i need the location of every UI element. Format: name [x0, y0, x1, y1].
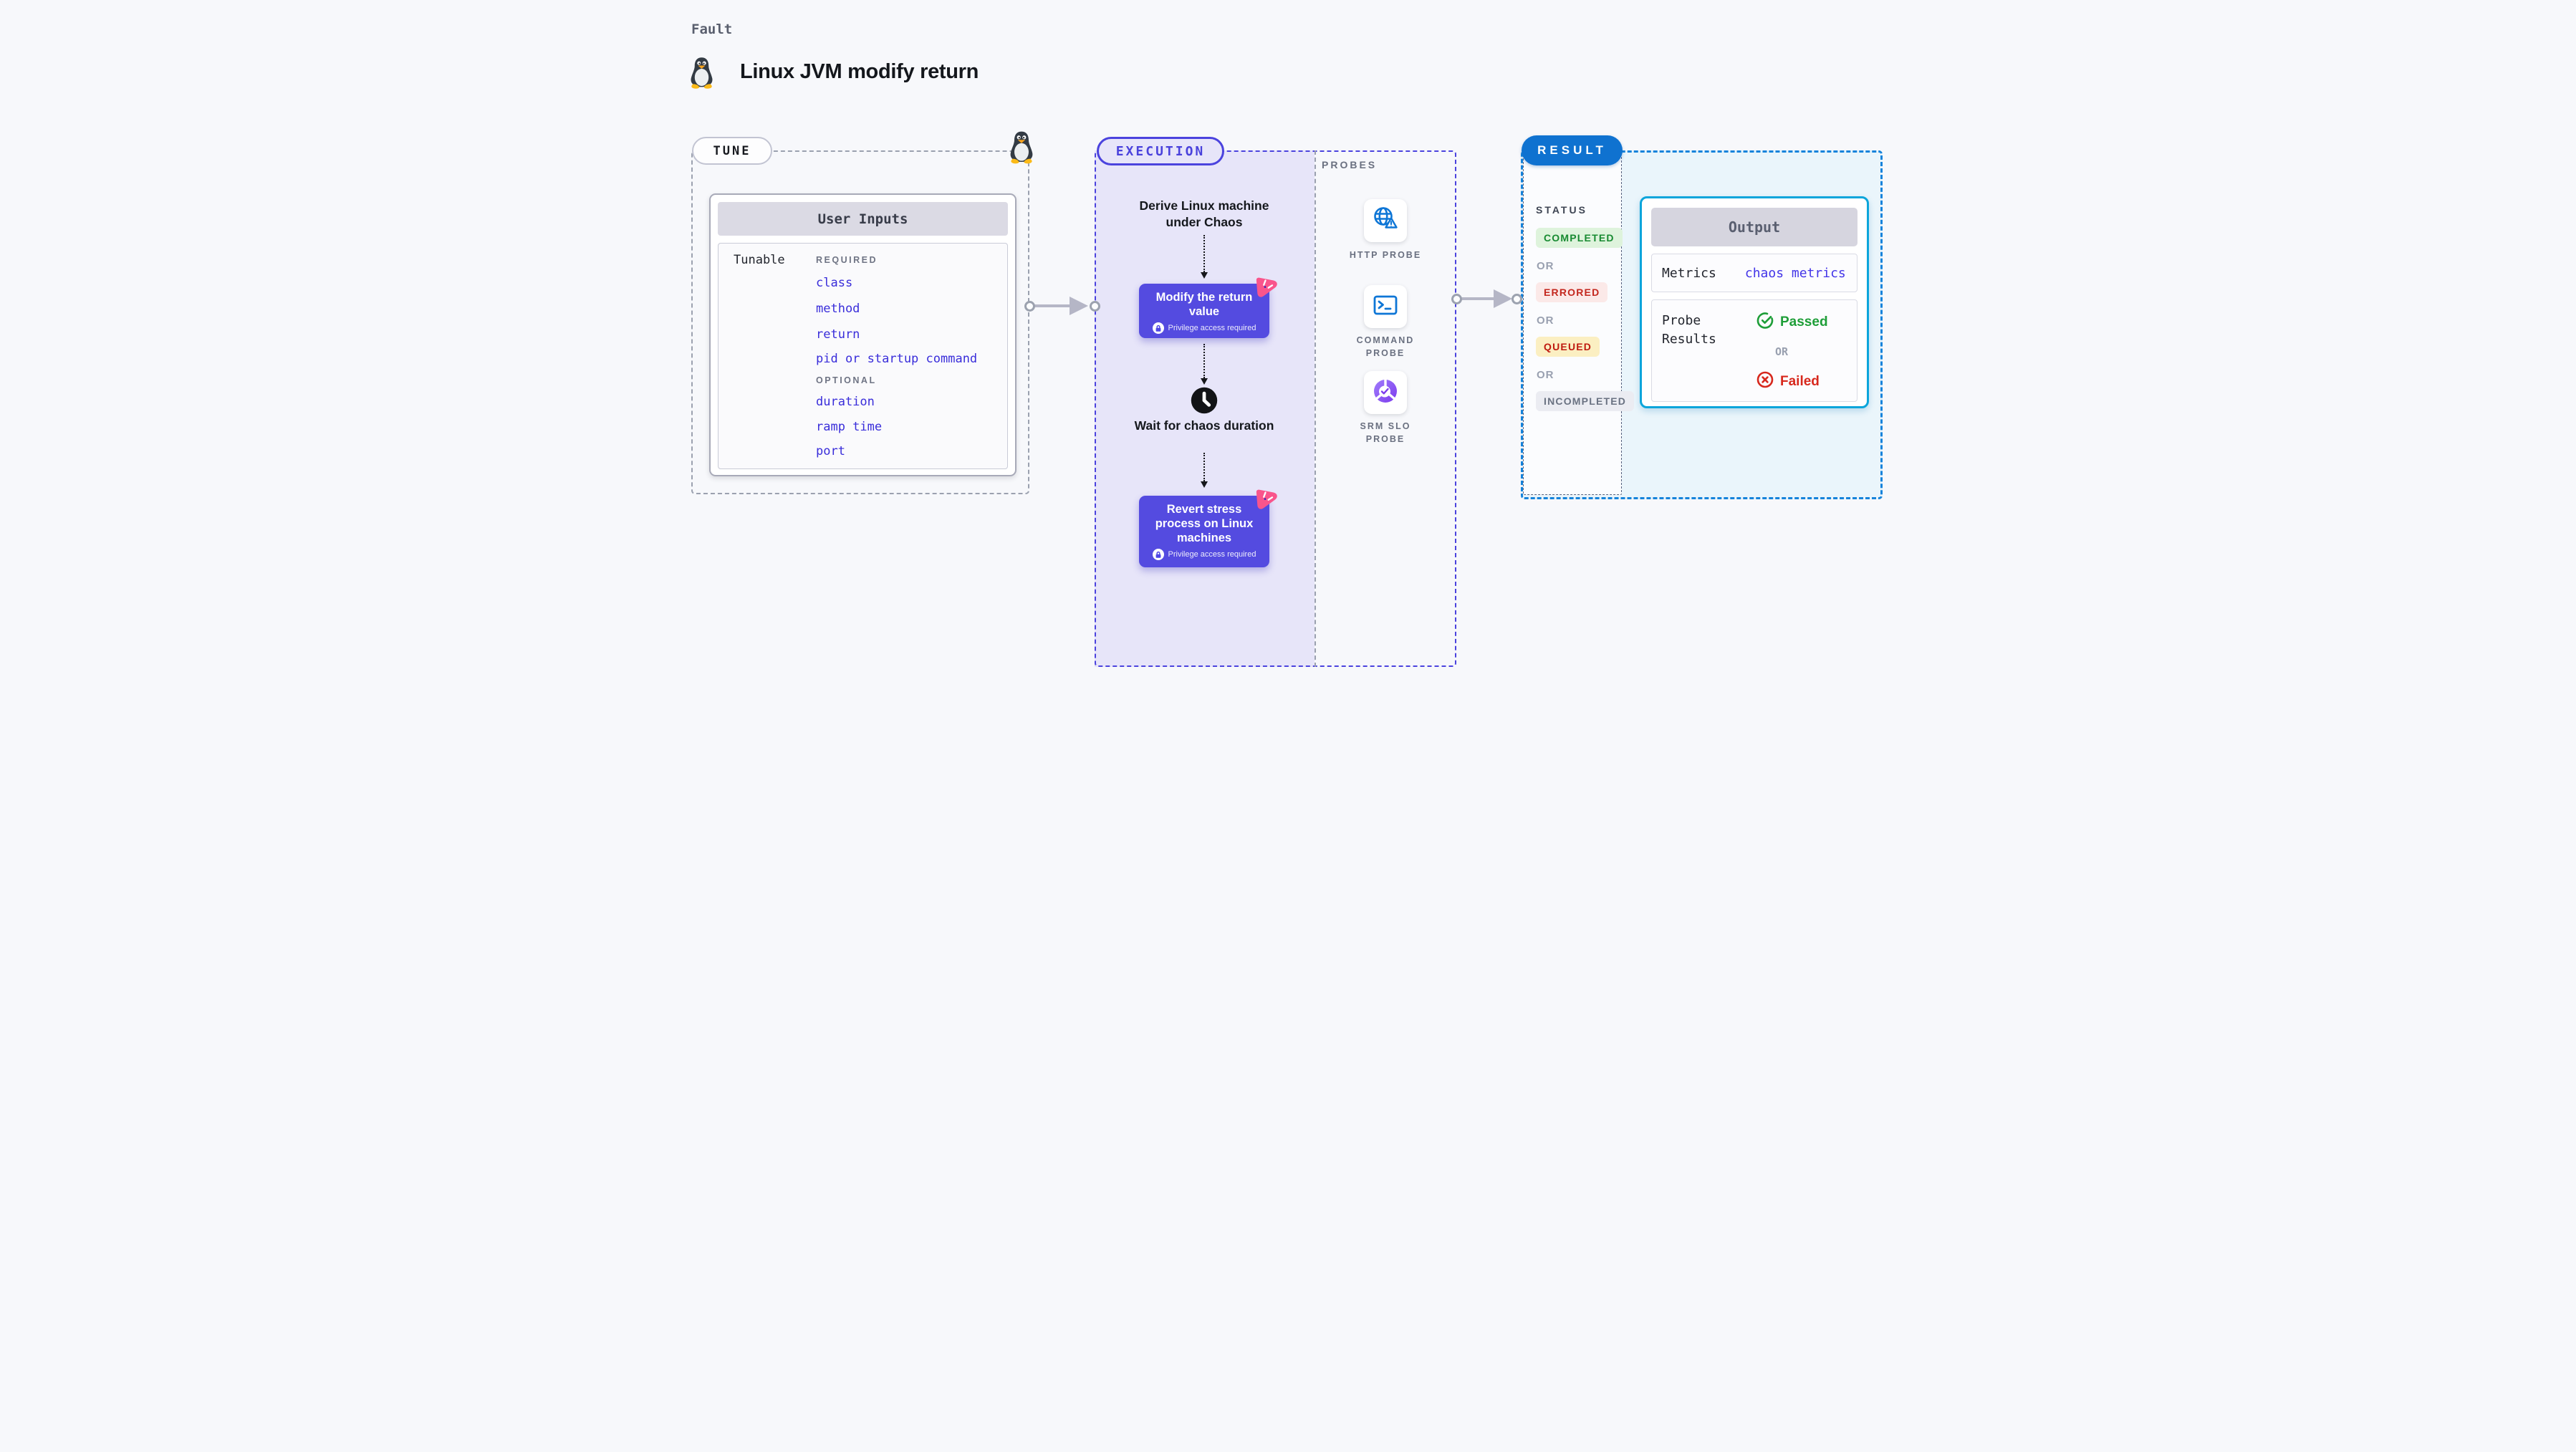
metrics-value-link[interactable]: chaos metrics [1744, 265, 1846, 281]
probe-results-row: Probe Results Passed OR F [1651, 299, 1857, 402]
probes-section-label: PROBES [1322, 159, 1378, 170]
tune-section-box [691, 150, 1029, 494]
connector-dot [1451, 294, 1462, 304]
input-item-class[interactable]: class [816, 276, 853, 290]
execution-pill-label: EXECUTION [1115, 143, 1206, 159]
input-item-duration[interactable]: duration [816, 395, 875, 409]
input-item-return[interactable]: return [816, 327, 860, 342]
user-inputs-card: User Inputs Tunable REQUIRED class metho… [709, 193, 1017, 476]
connector-dot [1090, 301, 1100, 312]
privilege-note: Privilege access required [1168, 324, 1256, 333]
execution-probes-divider [1315, 150, 1316, 667]
status-badge-completed: COMPLETED [1536, 228, 1623, 248]
globe-alert-icon [1371, 206, 1400, 236]
slo-donut-icon [1371, 377, 1400, 409]
modify-return-node[interactable]: Modify the return value Privilege access… [1139, 284, 1269, 338]
flow-arrow-down [1201, 453, 1208, 488]
status-badge-errored: ERRORED [1536, 282, 1608, 302]
arrow-head [1070, 297, 1088, 315]
command-probe-card[interactable] [1364, 285, 1407, 328]
clock-icon [1191, 387, 1218, 414]
passed-label: Passed [1780, 314, 1828, 330]
arrow-line [1029, 304, 1071, 307]
user-inputs-title: User Inputs [817, 211, 908, 227]
output-header: Output [1651, 208, 1857, 246]
fault-label: Fault [691, 21, 733, 37]
command-probe-label: COMMAND PROBE [1356, 335, 1415, 359]
lock-icon [1152, 549, 1164, 561]
failed-label: Failed [1780, 374, 1820, 389]
lock-icon [1152, 322, 1164, 335]
arrow-head [1494, 289, 1512, 308]
input-item-method[interactable]: method [816, 302, 860, 316]
metrics-label: Metrics [1662, 265, 1716, 281]
input-item-pid-or-startup-command[interactable]: pid or startup command [816, 352, 978, 366]
or-separator: OR [1537, 369, 1554, 381]
privilege-note: Privilege access required [1168, 550, 1256, 559]
x-circle-icon [1756, 371, 1774, 393]
revert-node-title: Revert stress process on Linux machines [1155, 503, 1254, 545]
execution-section-pill: EXECUTION [1097, 137, 1224, 165]
srm-slo-probe-label: SRM SLO PROBE [1360, 421, 1411, 445]
flow-arrow-down [1201, 235, 1208, 279]
execution-section-box [1095, 150, 1456, 667]
page-title: Linux JVM modify return [740, 60, 979, 83]
result-section-pill: RESULT [1522, 135, 1623, 165]
output-title: Output [1728, 218, 1781, 236]
input-item-ramp-time[interactable]: ramp time [816, 420, 883, 434]
arrow-line [1456, 297, 1495, 300]
or-separator: OR [1537, 260, 1554, 272]
user-inputs-header: User Inputs [718, 202, 1008, 236]
metrics-row: Metrics chaos metrics [1651, 254, 1857, 292]
http-probe-card[interactable] [1364, 199, 1407, 242]
required-group-label: REQUIRED [816, 255, 878, 265]
optional-group-label: OPTIONAL [816, 375, 877, 385]
or-separator: OR [1537, 314, 1554, 327]
status-column-label: STATUS [1536, 204, 1587, 216]
flow-arrow-down [1201, 344, 1208, 385]
passed-verdict: Passed [1756, 312, 1828, 333]
tunable-row-label: Tunable [734, 253, 785, 267]
status-column-box [1523, 153, 1622, 495]
failed-verdict: Failed [1756, 371, 1820, 393]
connector-dot [1512, 294, 1522, 304]
status-badge-queued: QUEUED [1536, 337, 1600, 357]
fault-diagram-page: Fault Linux JVM modify return TUNE User … [644, 0, 1932, 726]
wait-step-text: Wait for chaos duration [1134, 418, 1274, 433]
tune-pill-label: TUNE [713, 143, 751, 158]
revert-stress-node[interactable]: Revert stress process on Linux machines … [1139, 496, 1269, 567]
tune-section-pill: TUNE [692, 137, 772, 165]
connector-dot [1024, 301, 1035, 312]
modify-node-title: Modify the return value [1155, 291, 1253, 319]
input-item-port[interactable]: port [816, 444, 845, 458]
probe-results-label: Probe Results [1662, 313, 1716, 347]
result-pill-label: RESULT [1537, 143, 1607, 157]
user-inputs-list: Tunable REQUIRED class method return pid… [718, 243, 1008, 469]
status-badge-incompleted: INCOMPLETED [1536, 391, 1635, 411]
or-separator: OR [1775, 345, 1789, 358]
http-probe-label: HTTP PROBE [1349, 250, 1422, 260]
output-card: Output Metrics chaos metrics Probe Resul… [1640, 196, 1869, 408]
check-circle-icon [1756, 312, 1774, 333]
srm-slo-probe-card[interactable] [1364, 371, 1407, 414]
terminal-icon [1372, 293, 1399, 321]
derive-step-text: Derive Linux machine under Chaos [1139, 198, 1269, 230]
